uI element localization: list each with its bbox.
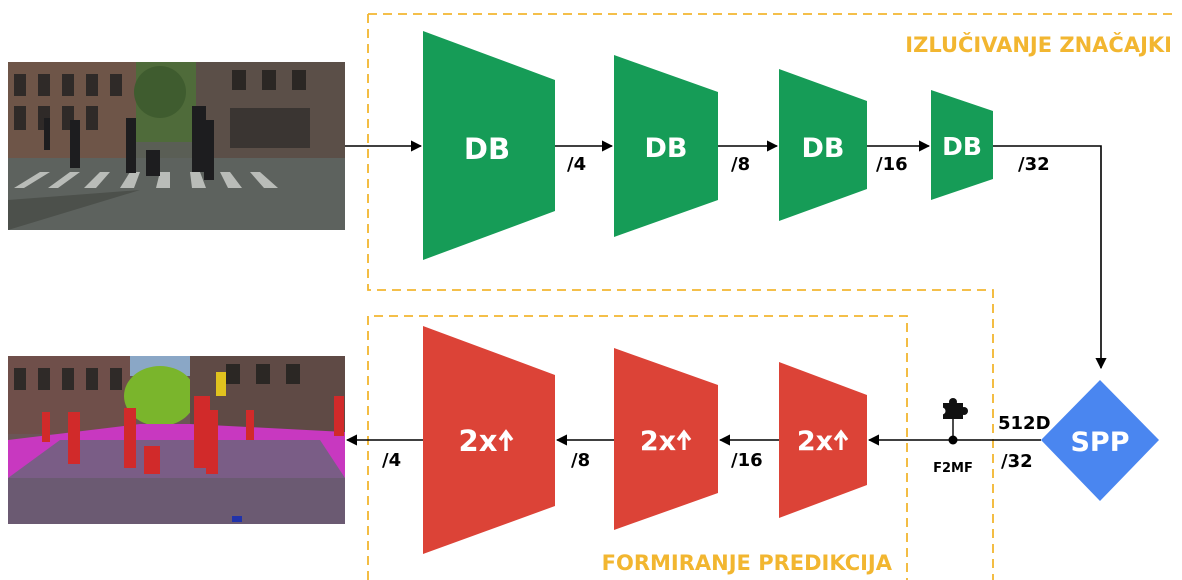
encoder-block-3-label: DB xyxy=(802,133,845,164)
decoder-scale-8: /8 xyxy=(571,450,590,471)
decoder-scale-4: /4 xyxy=(382,450,401,471)
decoder-block-2-label: 2x xyxy=(640,426,676,457)
decoder-block-2-shape xyxy=(614,348,718,530)
decoder-block-1-label: 2x xyxy=(459,424,498,458)
decoder-block-3-shape xyxy=(779,362,867,518)
spp-scale-label: /32 xyxy=(1001,451,1033,472)
encoder-block-3-shape xyxy=(779,69,867,221)
encoder-block-4-label: DB xyxy=(942,132,982,161)
encoder-block-1-shape xyxy=(423,31,555,260)
encoder-group-title: IZLUČIVANJE ZNAČAJKI xyxy=(905,32,1172,57)
output-image xyxy=(8,356,345,524)
up-arrow-icon xyxy=(833,429,849,450)
f2mf-node xyxy=(948,435,958,445)
decoder-scale-16: /16 xyxy=(731,450,763,471)
spp-label: SPP xyxy=(1070,427,1129,458)
encoder-group-border xyxy=(367,13,1178,580)
decoder-block-2-label-group: 2x xyxy=(640,426,692,457)
up-arrow-icon xyxy=(676,429,692,450)
decoder-block-1-label-group: 2x xyxy=(459,424,514,458)
arrow-db4-to-spp xyxy=(993,145,1107,370)
up-arrow-icon xyxy=(498,429,514,451)
decoder-group-title: FORMIRANJE PREDIKCIJA xyxy=(602,551,893,575)
encoder-block-4-shape xyxy=(931,90,993,200)
decoder-block-3-label-group: 2x xyxy=(797,426,849,457)
spp-dim-label: 512D xyxy=(998,413,1051,434)
encoder-scale-4: /32 xyxy=(1018,154,1050,175)
encoder-block-2-label: DB xyxy=(645,133,688,164)
decoder-group-border xyxy=(367,315,908,580)
encoder-block-2-shape xyxy=(614,55,718,237)
encoder-scale-3: /16 xyxy=(876,154,908,175)
encoder-scale-2: /8 xyxy=(731,154,750,175)
puzzle-icon xyxy=(938,398,968,419)
decoder-block-3-label: 2x xyxy=(797,426,833,457)
input-image xyxy=(8,62,345,230)
encoder-block-1-label: DB xyxy=(464,132,510,166)
spp-block-shape xyxy=(1041,380,1159,501)
decoder-block-1-shape xyxy=(423,326,555,554)
f2mf-label: F2MF xyxy=(933,461,973,476)
encoder-scale-1: /4 xyxy=(567,154,586,175)
